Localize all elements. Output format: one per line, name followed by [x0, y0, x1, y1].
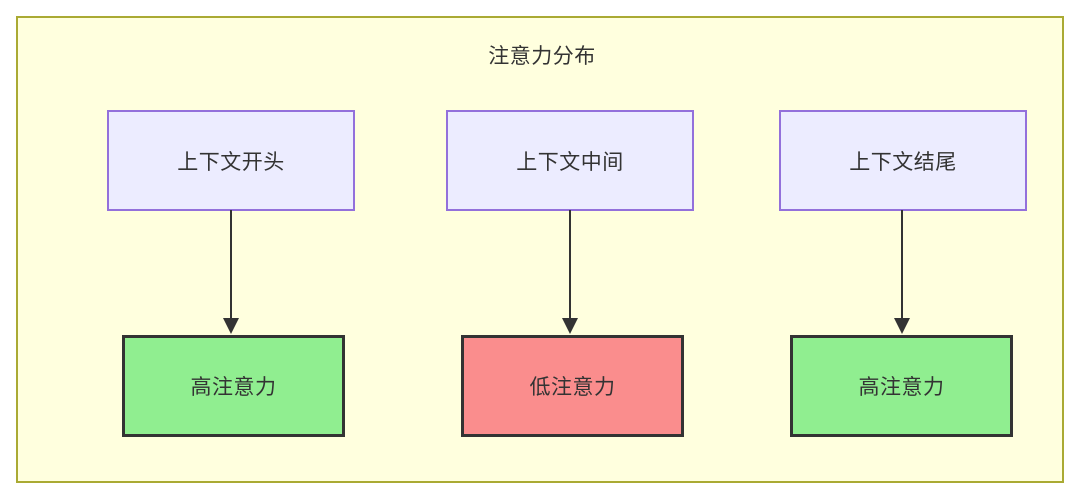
arrow-down-icon: [894, 210, 910, 334]
arrow-down-icon: [223, 210, 239, 334]
edge-context-start-to-high-attention: [220, 210, 242, 336]
node-high-attention-start-label: 高注意力: [190, 376, 277, 399]
arrow-down-icon: [562, 210, 578, 334]
node-low-attention-middle[interactable]: 低注意力: [461, 335, 684, 437]
node-context-start-label: 上下文开头: [177, 150, 285, 174]
node-context-start[interactable]: 上下文开头: [107, 110, 355, 211]
node-low-attention-middle-label: 低注意力: [529, 376, 616, 399]
node-context-middle[interactable]: 上下文中间: [446, 110, 694, 211]
node-context-end[interactable]: 上下文结尾: [779, 110, 1027, 211]
node-context-end-label: 上下文结尾: [849, 150, 957, 174]
diagram-title: 注意力分布: [488, 45, 596, 68]
node-high-attention-end-label: 高注意力: [858, 376, 945, 399]
edge-context-end-to-high-attention: [891, 210, 913, 336]
node-context-middle-label: 上下文中间: [516, 150, 624, 174]
node-high-attention-start[interactable]: 高注意力: [122, 335, 345, 437]
node-high-attention-end[interactable]: 高注意力: [790, 335, 1013, 437]
edge-context-middle-to-low-attention: [559, 210, 581, 336]
attention-distribution-group: 注意力分布 上下文开头 上下文中间 上下文结尾: [16, 16, 1064, 483]
